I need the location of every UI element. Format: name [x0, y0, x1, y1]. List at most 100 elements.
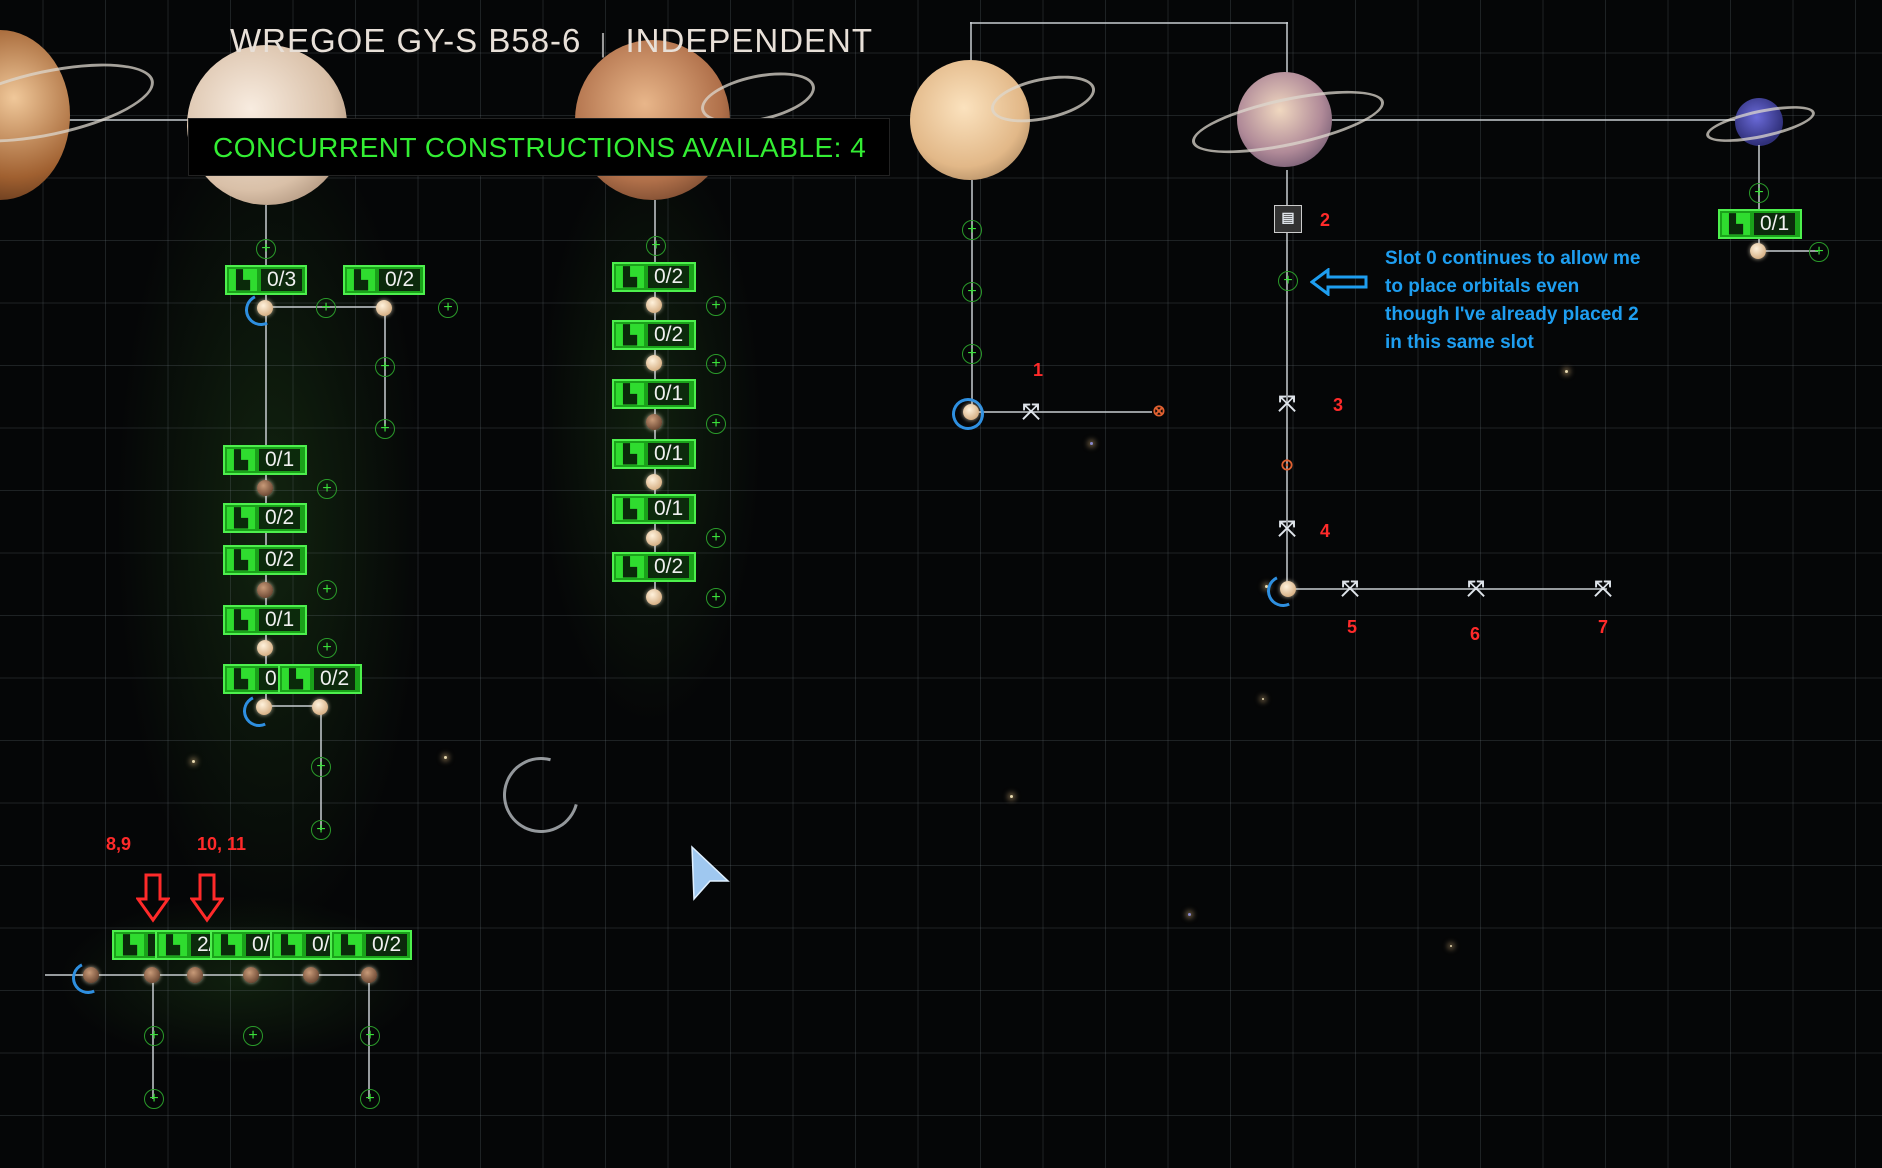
- construction-slot-badge[interactable]: ▙0/1: [223, 605, 307, 635]
- station-icon[interactable]: ▤: [1274, 205, 1302, 233]
- construction-slot-badge[interactable]: ▙0/2: [612, 262, 696, 292]
- annotation-number: 4: [1320, 521, 1331, 541]
- background-star: [444, 756, 447, 759]
- add-slot-plus-icon[interactable]: +: [316, 298, 336, 318]
- add-slot-plus-icon[interactable]: +: [646, 236, 666, 256]
- moon-node[interactable]: [187, 967, 203, 983]
- moon-node[interactable]: [646, 530, 662, 546]
- add-slot-plus-icon[interactable]: +: [1809, 242, 1829, 262]
- add-slot-plus-icon[interactable]: +: [1749, 183, 1769, 203]
- add-slot-plus-icon[interactable]: +: [317, 638, 337, 658]
- add-slot-plus-icon[interactable]: +: [243, 1026, 263, 1046]
- moon-node[interactable]: [646, 297, 662, 313]
- moon-node[interactable]: [257, 582, 273, 598]
- gas-giant-planet[interactable]: [910, 60, 1030, 180]
- moon-node[interactable]: [83, 967, 99, 983]
- slot-count: 0/2: [648, 324, 690, 346]
- orbital-station-icon[interactable]: ⤧: [1278, 516, 1296, 541]
- pointer-cursor-icon: [691, 845, 730, 901]
- add-slot-plus-icon[interactable]: +: [962, 344, 982, 364]
- ice-planet[interactable]: [1735, 98, 1783, 146]
- add-slot-plus-icon[interactable]: +: [360, 1026, 380, 1046]
- moon-node[interactable]: [646, 355, 662, 371]
- moon-node[interactable]: [303, 967, 319, 983]
- moon-node[interactable]: [646, 414, 662, 430]
- construction-banner: CONCURRENT CONSTRUCTIONS AVAILABLE: 4: [188, 118, 890, 176]
- moon-node[interactable]: [312, 699, 328, 715]
- add-slot-plus-icon[interactable]: +: [311, 820, 331, 840]
- moon-node[interactable]: [963, 404, 979, 420]
- add-slot-plus-icon[interactable]: +: [1278, 271, 1298, 291]
- moon-node[interactable]: [376, 300, 392, 316]
- construction-slot-badge[interactable]: ▙0/1: [223, 445, 307, 475]
- annotation-number: 6: [1470, 624, 1481, 644]
- red-arrow-icon: [190, 873, 224, 923]
- orbital-station-icon[interactable]: ⤧: [1022, 399, 1040, 424]
- moon-node[interactable]: [646, 474, 662, 490]
- orbital-station-icon[interactable]: ⤧: [1467, 576, 1485, 601]
- add-slot-plus-icon[interactable]: +: [311, 757, 331, 777]
- construction-slot-badge[interactable]: ▙0/2: [223, 545, 307, 575]
- construction-slot-badge[interactable]: ▙0/2: [223, 503, 307, 533]
- moon-node[interactable]: [1750, 243, 1766, 259]
- slot-count: 0/1: [648, 498, 690, 520]
- add-slot-plus-icon[interactable]: +: [256, 239, 276, 259]
- construction-icon: ▙: [227, 609, 255, 631]
- construction-slot-badge[interactable]: ▙0/3: [225, 265, 307, 295]
- construction-slot-badge[interactable]: ▙0/2: [343, 265, 425, 295]
- add-slot-plus-icon[interactable]: +: [375, 419, 395, 439]
- moon-node[interactable]: [1280, 581, 1296, 597]
- orbit-line: [970, 22, 1288, 24]
- construction-slot-badge[interactable]: ▙2/: [155, 930, 221, 960]
- construction-icon: ▙: [616, 266, 644, 288]
- moon-node[interactable]: [243, 967, 259, 983]
- construction-slot-badge[interactable]: ▙0/1: [1718, 209, 1802, 239]
- add-slot-plus-icon[interactable]: +: [706, 354, 726, 374]
- title-separator: |: [599, 28, 608, 58]
- construction-icon: ▙: [214, 934, 242, 956]
- construction-slot-badge[interactable]: ▙0/2: [612, 552, 696, 582]
- add-slot-plus-icon[interactable]: +: [962, 220, 982, 240]
- add-slot-plus-icon[interactable]: +: [375, 357, 395, 377]
- orbital-station-icon[interactable]: ⤧: [1278, 391, 1296, 416]
- slot-count: 0/2: [648, 266, 690, 288]
- orbital-station-icon[interactable]: ⤧: [1594, 576, 1612, 601]
- moon-node[interactable]: [144, 967, 160, 983]
- moon-node[interactable]: [257, 300, 273, 316]
- slot-count: 0/2: [259, 549, 301, 571]
- orbital-station-icon[interactable]: ⤧: [1341, 576, 1359, 601]
- construction-slot-badge[interactable]: ▙0/1: [612, 494, 696, 524]
- add-slot-plus-icon[interactable]: +: [706, 296, 726, 316]
- construction-icon: ▙: [274, 934, 302, 956]
- moon-node[interactable]: [256, 699, 272, 715]
- add-slot-plus-icon[interactable]: +: [144, 1026, 164, 1046]
- construction-slot-badge[interactable]: ▙0/2: [330, 930, 412, 960]
- moon-node[interactable]: [257, 480, 273, 496]
- orbital-station-icon[interactable]: ⊗: [1152, 403, 1166, 420]
- add-slot-plus-icon[interactable]: +: [706, 588, 726, 608]
- construction-icon: ▙: [616, 556, 644, 578]
- construction-slot-badge[interactable]: ▙0/1: [612, 439, 696, 469]
- add-slot-plus-icon[interactable]: +: [317, 580, 337, 600]
- moon-node[interactable]: [257, 640, 273, 656]
- moon-node[interactable]: [646, 589, 662, 605]
- annotation-note: Slot 0 continues to allow me to place or…: [1385, 248, 1641, 353]
- add-slot-plus-icon[interactable]: +: [360, 1089, 380, 1109]
- add-slot-plus-icon[interactable]: +: [962, 282, 982, 302]
- add-slot-plus-icon[interactable]: +: [706, 414, 726, 434]
- construction-slot-badge[interactable]: ▙0/1: [612, 379, 696, 409]
- add-slot-plus-icon[interactable]: +: [438, 298, 458, 318]
- construction-slot-badge[interactable]: ▙0/2: [278, 664, 362, 694]
- construction-icon: ▙: [347, 269, 375, 291]
- add-slot-plus-icon[interactable]: +: [317, 479, 337, 499]
- ringed-planet[interactable]: [1237, 72, 1332, 167]
- construction-icon: ▙: [282, 668, 310, 690]
- moon-node[interactable]: [361, 967, 377, 983]
- orbital-station-icon[interactable]: ⊙: [1280, 457, 1294, 474]
- add-slot-plus-icon[interactable]: +: [706, 528, 726, 548]
- annotation-number: 1: [1033, 360, 1044, 380]
- construction-icon: ▙: [229, 269, 257, 291]
- construction-slot-badge[interactable]: ▙0/2: [612, 320, 696, 350]
- add-slot-plus-icon[interactable]: +: [144, 1089, 164, 1109]
